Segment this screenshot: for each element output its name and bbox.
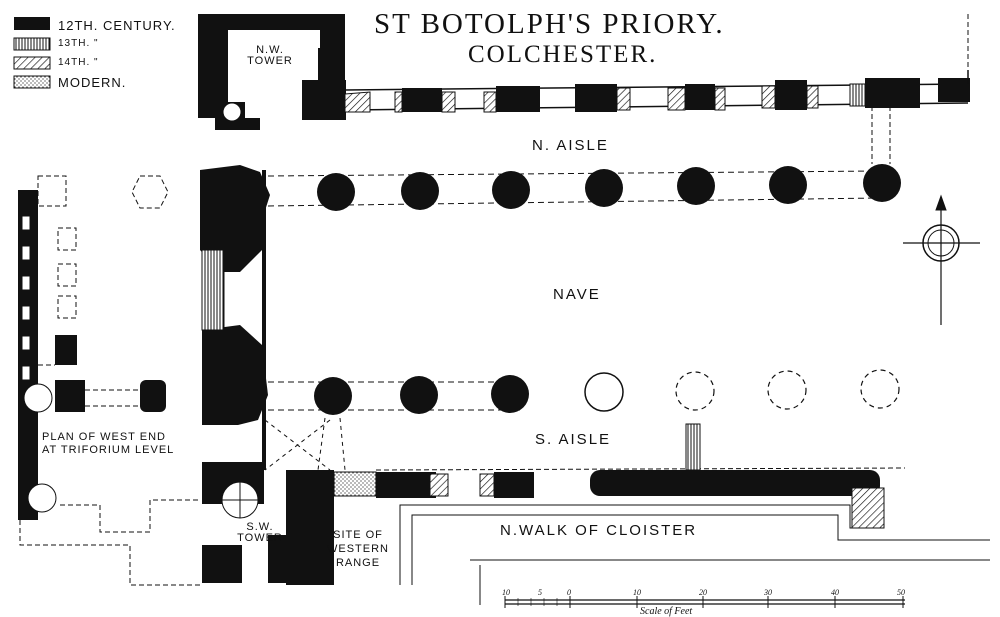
label-nave: NAVE <box>553 286 601 303</box>
north-aisle-wall <box>344 14 970 113</box>
label-north-aisle: N. AISLE <box>532 137 609 154</box>
cloister-boundary <box>399 504 990 605</box>
legend-swatch-13th <box>13 37 51 51</box>
scale-tick-label: 0 <box>567 588 571 597</box>
nw-tower <box>198 14 346 130</box>
legend-label-modern: MODERN. <box>58 75 127 90</box>
scale-tick-label: 40 <box>831 588 839 597</box>
legend-swatch-14th <box>13 56 51 70</box>
west-end-triforium-plan <box>18 175 200 586</box>
scale-tick-label: 30 <box>764 588 772 597</box>
nave-north-arcade <box>267 106 901 211</box>
plan-title: ST BOTOLPH'S PRIORY. <box>374 8 725 40</box>
legend-swatch-12th <box>14 17 50 30</box>
scale-tick-label: 50 <box>897 588 905 597</box>
label-sw-tower: S.W. TOWER <box>237 521 283 544</box>
plan-subtitle: COLCHESTER. <box>468 41 658 68</box>
south-aisle-vault-lines <box>264 417 346 471</box>
scale-tick-label: 10 <box>502 588 510 597</box>
legend-swatch-modern <box>13 75 51 89</box>
west-front <box>200 165 377 585</box>
label-west-end-line1: PLAN OF WEST END <box>42 431 166 443</box>
label-site-line3: RANGE <box>335 557 381 569</box>
label-site-line1: SITE OF <box>333 529 383 541</box>
label-nw-tower: N.W. TOWER <box>247 44 293 67</box>
scale-bar <box>504 596 905 608</box>
label-site-line2: WESTERN <box>327 543 389 555</box>
scale-tick-label: 5 <box>538 588 542 597</box>
label-cloister: N.WALK OF CLOISTER <box>500 522 698 539</box>
legend-swatches <box>13 17 51 89</box>
south-aisle-wall <box>375 423 906 529</box>
label-south-aisle: S. AISLE <box>535 431 612 448</box>
legend-label-14th: 14TH. " <box>58 57 99 68</box>
scale-caption: Scale of Feet <box>640 606 693 617</box>
compass-north-arrow <box>903 194 980 325</box>
legend-label-12th: 12TH. CENTURY. <box>58 18 176 33</box>
scale-tick-label: 10 <box>633 588 641 597</box>
scale-tick-label: 20 <box>699 588 707 597</box>
nave-south-arcade <box>268 369 900 415</box>
legend-label-13th: 13TH. " <box>58 38 99 49</box>
label-west-end-line2: AT TRIFORIUM LEVEL <box>42 444 175 456</box>
